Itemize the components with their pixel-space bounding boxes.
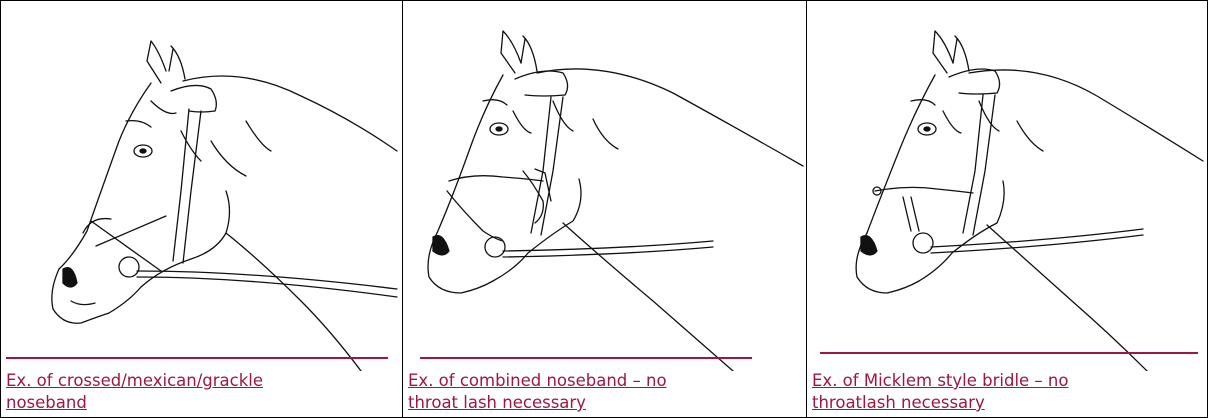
caption-line-1[interactable]: Ex. of combined noseband – no [408,371,667,390]
caption-line-2[interactable]: throatlash necessary [812,393,985,412]
caption-rule-1 [6,357,388,359]
caption-line-2[interactable]: throat lash necessary [408,393,586,412]
caption-line-1[interactable]: Ex. of crossed/mexican/grackle [6,371,263,390]
caption-crossed-noseband[interactable]: Ex. of crossed/mexican/grackle noseband [6,370,263,414]
table-cell-crossed-noseband: Ex. of crossed/mexican/grackle noseband [1,1,402,417]
table-cell-micklem-bridle: Ex. of Micklem style bridle – no throatl… [807,1,1207,417]
horse-head-combined-noseband-illustration [403,1,806,371]
horse-head-micklem-bridle-illustration [807,1,1207,371]
caption-line-1[interactable]: Ex. of Micklem style bridle – no [812,371,1068,390]
caption-rule-3 [820,352,1198,354]
caption-rule-2 [420,357,752,359]
caption-combined-noseband[interactable]: Ex. of combined noseband – no throat las… [408,370,667,414]
caption-line-2[interactable]: noseband [6,393,87,412]
table-cell-combined-noseband: Ex. of combined noseband – no throat las… [403,1,806,417]
horse-head-crossed-noseband-illustration [1,1,402,371]
caption-micklem-bridle[interactable]: Ex. of Micklem style bridle – no throatl… [812,370,1068,414]
